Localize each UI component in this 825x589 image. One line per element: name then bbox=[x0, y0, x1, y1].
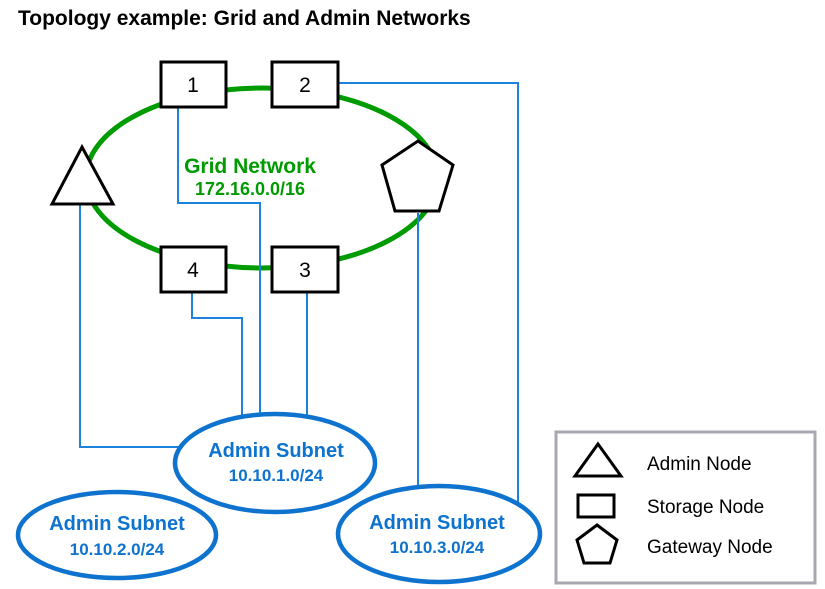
admin-node-triangle bbox=[49, 143, 116, 206]
admin-subnet-3-cidr: 10.10.3.0/24 bbox=[390, 538, 485, 557]
storage-node-4 bbox=[159, 245, 228, 294]
connector-node2-to-subnet3 bbox=[338, 82, 519, 504]
connector-node4-to-subnet1 bbox=[191, 292, 243, 417]
pentagon-icon bbox=[575, 523, 619, 565]
admin-subnet-1-ellipse bbox=[172, 411, 378, 515]
admin-subnet-2-label: Admin Subnet bbox=[49, 513, 185, 535]
legend-admin-node-label: Admin Node bbox=[647, 454, 752, 475]
storage-node-4-label: 4 bbox=[187, 259, 199, 282]
grid-network-label: Grid Network bbox=[184, 155, 316, 178]
admin-subnet-1-cidr: 10.10.1.0/24 bbox=[229, 466, 324, 485]
storage-node-2 bbox=[270, 60, 340, 109]
triangle-icon bbox=[572, 441, 624, 478]
gateway-node-pentagon bbox=[380, 139, 455, 213]
storage-node-1 bbox=[159, 60, 228, 109]
legend-gateway-node-label: Gateway Node bbox=[647, 537, 773, 558]
admin-subnet-3-label: Admin Subnet bbox=[369, 512, 505, 534]
legend: Admin Node Storage Node Gateway Node bbox=[554, 430, 817, 585]
square-icon bbox=[576, 493, 616, 519]
admin-subnet-2-ellipse bbox=[15, 489, 219, 581]
admin-subnet-3-ellipse bbox=[335, 483, 543, 585]
page-title: Topology example: Grid and Admin Network… bbox=[18, 7, 471, 30]
admin-subnet-2-cidr: 10.10.2.0/24 bbox=[70, 540, 165, 559]
storage-node-2-label: 2 bbox=[299, 74, 311, 97]
storage-node-3 bbox=[270, 245, 340, 294]
grid-network-cidr: 172.16.0.0/16 bbox=[195, 179, 305, 199]
admin-subnet-1-label: Admin Subnet bbox=[208, 440, 344, 462]
connector-admin-node-to-subnet1 bbox=[79, 205, 179, 448]
legend-storage-node-label: Storage Node bbox=[647, 497, 764, 518]
connector-node1-to-subnet1 bbox=[177, 107, 261, 415]
storage-node-1-label: 1 bbox=[187, 74, 199, 97]
storage-node-3-label: 3 bbox=[299, 259, 311, 282]
